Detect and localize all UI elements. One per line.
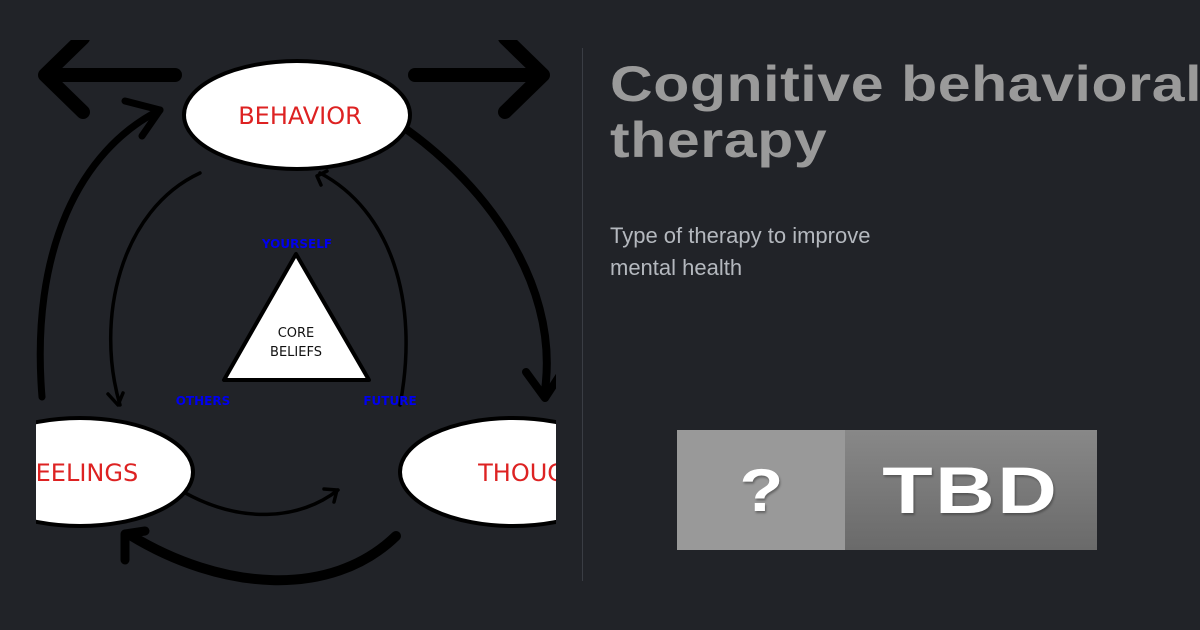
feelings-node	[36, 416, 195, 528]
page-title: Cognitive behavioral therapy	[610, 56, 1200, 168]
triad-yourself: YOURSELF	[261, 237, 332, 251]
behavior-to-feelings-inner-arc	[109, 171, 202, 407]
arrowhead-icon	[120, 526, 150, 565]
feelings-to-behavior-arc	[36, 106, 164, 401]
badge-label: TBD	[882, 453, 1060, 527]
core-beliefs-triangle	[222, 252, 371, 382]
arrowhead-icon	[315, 169, 329, 187]
arrowhead-icon	[106, 391, 125, 407]
thoughts-label: THOUGHTS	[477, 459, 556, 487]
badge-question-section: ?	[677, 430, 845, 550]
thoughts-node	[398, 416, 556, 528]
feelings-label: FEELINGS	[36, 459, 138, 487]
behavior-node	[182, 59, 412, 171]
right-outward-arrow-icon	[408, 40, 550, 119]
arrowhead-icon	[522, 368, 556, 402]
behavior-to-thoughts-arc	[368, 103, 551, 394]
triad-future: FUTURE	[363, 394, 416, 408]
page-subtitle: Type of therapy to improve mental health	[610, 223, 871, 280]
feelings-to-thoughts-inner-arc	[178, 488, 340, 517]
thoughts-to-feelings-arc	[125, 530, 401, 586]
behavior-label: BEHAVIOR	[238, 102, 362, 130]
vertical-divider	[582, 48, 583, 581]
badge-label-section: TBD	[845, 430, 1097, 550]
thoughts-to-behavior-inner-arc	[318, 171, 408, 407]
arrowhead-icon	[121, 97, 164, 140]
arrowhead-icon	[322, 487, 339, 504]
triad-others: OTHERS	[176, 394, 231, 408]
question-mark-icon: ?	[739, 456, 783, 524]
core-beliefs-line1: CORE	[278, 326, 315, 341]
left-outward-arrow-icon	[38, 40, 182, 119]
cbt-diagram: BEHAVIOR FEELINGS THOUGHTS CORE BELIEFS …	[36, 40, 556, 600]
title-text: Cognitive behavioral therapy	[610, 56, 1200, 168]
status-badge: ? TBD	[677, 430, 1097, 550]
core-beliefs-line2: BELIEFS	[270, 345, 322, 360]
